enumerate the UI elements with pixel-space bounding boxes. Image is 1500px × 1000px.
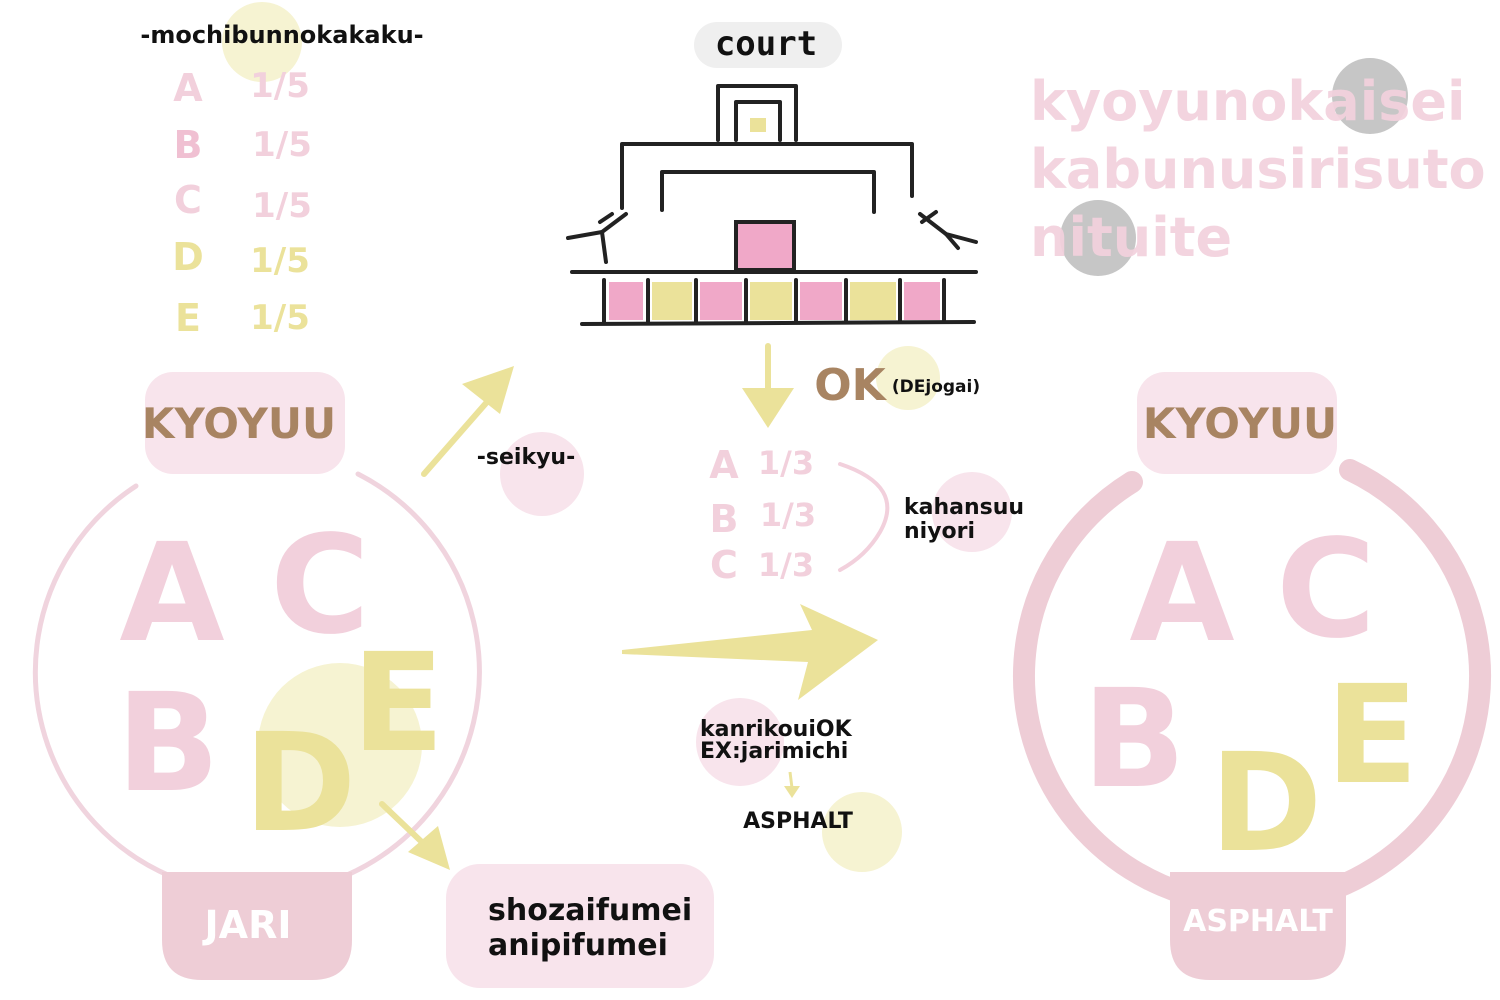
share-list: -mochibunnokakaku- A 1/5 B 1/5 C 1/5 D 1…: [140, 2, 424, 340]
verdict-highlight-dot: [876, 346, 940, 410]
management-note: kanrikouiOK EX:jarimichi ASPHALT: [696, 698, 902, 872]
share-value-c: 1/5: [252, 186, 312, 226]
arrow-down-right-head-icon: [408, 826, 450, 870]
right-letter-a: A: [1129, 515, 1234, 673]
right-letter-c: C: [1276, 511, 1376, 669]
left-letter-a: A: [119, 515, 224, 673]
right-base-block: [1170, 872, 1346, 980]
share-letter-e: E: [175, 296, 201, 340]
majority-brace: [838, 462, 890, 572]
right-letter-d: D: [1210, 725, 1323, 883]
right-kyoyuu-badge: [1137, 372, 1337, 474]
new-share-value-b: 1/3: [760, 496, 816, 534]
left-letter-b: B: [116, 665, 220, 823]
share-value-b: 1/5: [252, 125, 312, 165]
verdict-note: (DEjogai): [892, 377, 980, 397]
small-arrow-down-icon: [788, 771, 794, 789]
management-line-2: EX:jarimichi: [700, 739, 848, 764]
left-letter-d: D: [244, 705, 357, 863]
left-base-label: JARI: [202, 903, 292, 947]
headline-line-2: kabunusirisuto: [1030, 138, 1486, 201]
request-label: -seikyu-: [477, 445, 575, 470]
management-highlight-dot: [696, 698, 784, 786]
right-letter-e: E: [1326, 657, 1419, 815]
share-letter-b: B: [174, 123, 203, 167]
court-door: [734, 220, 796, 272]
request-highlight-dot: [500, 432, 584, 516]
left-kyoyuu-badge: [145, 372, 345, 474]
left-base-block: [162, 872, 352, 980]
headline: kyoyunokaisei kabunusirisuto nituite: [1030, 58, 1486, 276]
verdict-ok: OK: [814, 360, 887, 411]
unknown-owner-line-1: shozaifumei: [488, 893, 692, 928]
right-base-label: ASPHALT: [1183, 904, 1333, 939]
arrow-down-right-icon: [379, 801, 429, 849]
unknown-owner-box: [446, 864, 714, 988]
headline-dot-2: [1060, 200, 1136, 276]
court-label-pill: [694, 22, 842, 68]
court-building-icon: [566, 84, 978, 326]
share-value-d: 1/5: [250, 241, 310, 281]
share-letter-d: D: [172, 235, 204, 279]
headline-dot-1: [1332, 58, 1408, 134]
right-kyoyuu-label: KYOYUU: [1143, 399, 1337, 448]
majority-note-line-1: kahansuu: [904, 495, 1024, 520]
share-letter-c: C: [174, 178, 202, 222]
headline-line-1: kyoyunokaisei: [1030, 70, 1466, 133]
left-letter-e: E: [352, 625, 445, 783]
new-share-list: A 1/3 B 1/3 C 1/3 kahansuu niyori: [709, 443, 1024, 587]
arrow-down-head-icon: [742, 388, 794, 428]
unknown-owner-line-2: anipifumei: [488, 928, 668, 963]
right-letter-b: B: [1082, 661, 1186, 819]
right-group: KYOYUU A C B D E ASPHALT: [1013, 372, 1491, 980]
court-label: court: [715, 24, 817, 64]
share-list-title: -mochibunnokakaku-: [140, 21, 423, 49]
new-share-letter-c: C: [710, 543, 738, 587]
arrow-up-right-icon: [421, 391, 497, 477]
majority-highlight-dot: [932, 472, 1012, 552]
court: court: [566, 22, 978, 326]
share-value-e: 1/5: [250, 298, 310, 338]
arrow-right-icon: [622, 604, 878, 700]
share-letter-a: A: [173, 66, 203, 110]
big-arrow: [622, 604, 878, 700]
management-line-1: kanrikouiOK: [700, 717, 853, 742]
court-columns: [609, 282, 940, 320]
new-share-letter-a: A: [709, 443, 739, 487]
new-share-value-c: 1/3: [758, 546, 814, 584]
unknown-owner: shozaifumei anipifumei: [379, 801, 714, 988]
small-arrow-down-head-icon: [784, 786, 800, 798]
new-share-letter-b: B: [710, 497, 739, 541]
verdict: OK (DEjogai): [742, 343, 980, 428]
share-value-a: 1/5: [250, 66, 310, 106]
majority-note-line-2: niyori: [904, 519, 975, 544]
headline-line-3: nituite: [1030, 206, 1232, 269]
request-arrow: -seikyu-: [421, 366, 584, 516]
highlight-dot: [222, 2, 302, 82]
left-letter-c: C: [270, 507, 370, 665]
new-share-value-a: 1/3: [758, 444, 814, 482]
left-kyoyuu-label: KYOYUU: [142, 399, 336, 448]
left-highlight-dot: [258, 663, 422, 827]
management-result: ASPHALT: [743, 809, 853, 834]
arrow-up-right-head-icon: [462, 366, 514, 414]
left-group: KYOYUU A C B D E JARI: [32, 372, 482, 980]
asphalt-highlight-dot: [822, 792, 902, 872]
